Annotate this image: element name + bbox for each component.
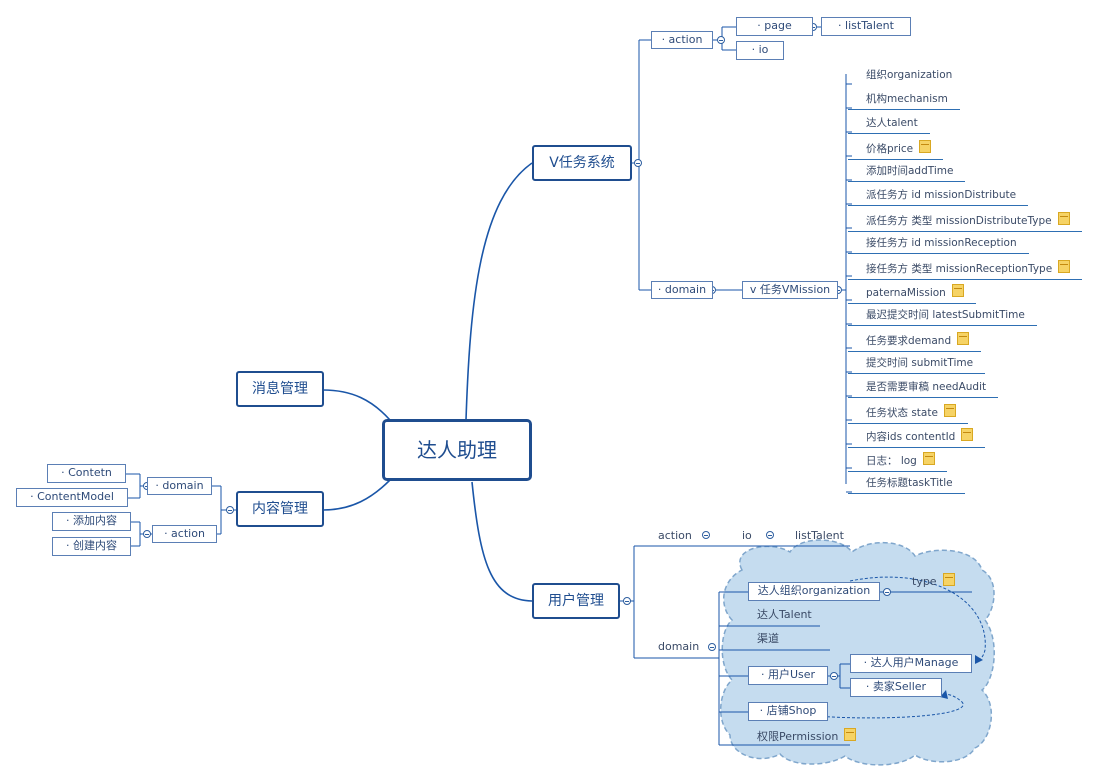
mission-field[interactable]: 组织organization [848, 68, 964, 85]
mission-field[interactable]: 日志： log [848, 452, 947, 472]
user-talent-node[interactable]: 达人Talent [757, 608, 812, 621]
mission-field-label: 任务标题taskTitle [866, 477, 953, 489]
note-icon[interactable] [961, 428, 974, 441]
mission-field-label: paternaMission [866, 287, 946, 299]
task-listtalent-node[interactable]: · listTalent [821, 17, 911, 36]
mission-field[interactable]: 机构mechanism [848, 92, 960, 110]
content-action-node[interactable]: · action [152, 525, 217, 543]
mission-field[interactable]: 接任务方 类型 missionReceptionType [848, 260, 1083, 280]
content-contetn-node[interactable]: · Contetn [47, 464, 126, 483]
note-icon[interactable] [942, 573, 955, 586]
collapse-toggle-content[interactable] [226, 506, 234, 514]
user-org-node[interactable]: 达人组织organization [748, 582, 880, 601]
note-icon[interactable] [943, 404, 956, 417]
mission-field[interactable]: 任务标题taskTitle [848, 476, 965, 494]
mission-field-label: 添加时间addTime [866, 165, 954, 177]
mission-field-label: 任务状态 state [866, 407, 938, 419]
branch-message-management[interactable]: 消息管理 [236, 371, 324, 407]
root-node[interactable]: 达人助理 [382, 419, 532, 481]
note-icon[interactable] [1057, 212, 1070, 225]
task-io-node[interactable]: · io [736, 41, 784, 60]
mission-field-label: 任务要求demand [866, 335, 952, 347]
mission-field-label: 接任务方 类型 missionReceptionType [866, 263, 1053, 275]
collapse-toggle-user-io[interactable] [766, 531, 774, 539]
task-vmission-node[interactable]: v 任务VMission [742, 281, 838, 299]
mission-field-label: 内容ids contentId [866, 431, 956, 443]
note-icon[interactable] [922, 452, 935, 465]
mission-field[interactable]: 提交时间 submitTime [848, 356, 986, 374]
note-icon[interactable] [957, 332, 970, 345]
user-io-label[interactable]: io [742, 529, 752, 542]
mission-field[interactable]: 任务状态 state [848, 404, 968, 424]
mission-field[interactable]: 是否需要审稿 needAudit [848, 380, 999, 398]
collapse-toggle-user-entity[interactable] [830, 672, 838, 680]
mission-field[interactable]: 接任务方 id missionReception [848, 236, 1029, 254]
user-permission-node[interactable]: 权限Permission [757, 728, 857, 744]
mission-field-label: 接任务方 id missionReception [866, 237, 1017, 249]
branch-user-management[interactable]: 用户管理 [532, 583, 620, 619]
user-domain-label[interactable]: domain [658, 640, 700, 653]
mission-field-label: 机构mechanism [866, 93, 948, 105]
user-listtalent-label[interactable]: listTalent [795, 529, 844, 542]
mission-field[interactable]: 任务要求demand [848, 332, 982, 352]
branch-content-management[interactable]: 内容管理 [236, 491, 324, 527]
user-shop-node[interactable]: · 店铺Shop [748, 702, 828, 721]
mission-field-label: 提交时间 submitTime [866, 357, 974, 369]
user-action-label[interactable]: action [658, 529, 692, 542]
mission-field-label: 派任务方 类型 missionDistributeType [866, 215, 1052, 227]
note-icon[interactable] [919, 140, 932, 153]
mission-field-label: 组织organization [866, 69, 953, 81]
user-user-node[interactable]: · 用户User [748, 666, 828, 685]
mission-field-label: 派任务方 id missionDistribute [866, 189, 1017, 201]
collapse-toggle-org[interactable] [883, 588, 891, 596]
collapse-toggle-user-action[interactable] [702, 531, 710, 539]
user-type-node[interactable]: type [912, 573, 955, 589]
collapse-toggle-content-action[interactable] [143, 530, 151, 538]
mission-field-label: 是否需要审稿 needAudit [866, 381, 987, 393]
mission-field[interactable]: paternaMission [848, 284, 976, 304]
note-icon[interactable] [1058, 260, 1071, 273]
mission-field-label: 达人talent [866, 117, 918, 129]
mission-field[interactable]: 派任务方 类型 missionDistributeType [848, 212, 1082, 232]
task-domain-node[interactable]: · domain [651, 281, 713, 299]
user-channel-node[interactable]: 渠道 [757, 632, 779, 645]
mission-field[interactable]: 内容ids contentId [848, 428, 986, 448]
task-action-node[interactable]: · action [651, 31, 713, 49]
mission-field-label: 最迟提交时间 latestSubmitTime [866, 309, 1025, 321]
mission-field[interactable]: 达人talent [848, 116, 930, 134]
user-seller-node[interactable]: · 卖家Seller [850, 678, 942, 697]
mission-field[interactable]: 价格price [848, 140, 944, 160]
branch-task-system[interactable]: V任务系统 [532, 145, 632, 181]
collapse-toggle-user-domain[interactable] [708, 643, 716, 651]
user-type-label: type [912, 575, 937, 588]
user-manage-node[interactable]: · 达人用户Manage [850, 654, 972, 673]
mission-field-label: 价格price [866, 143, 914, 155]
collapse-toggle-task-system[interactable] [634, 159, 642, 167]
note-icon[interactable] [951, 284, 964, 297]
mission-field[interactable]: 最迟提交时间 latestSubmitTime [848, 308, 1037, 326]
content-contentmodel-node[interactable]: · ContentModel [16, 488, 128, 507]
content-add-node[interactable]: · 添加内容 [52, 512, 131, 531]
content-create-node[interactable]: · 创建内容 [52, 537, 131, 556]
task-page-node[interactable]: · page [736, 17, 813, 36]
note-icon[interactable] [844, 728, 857, 741]
mission-field[interactable]: 添加时间addTime [848, 164, 966, 182]
collapse-toggle-user[interactable] [623, 597, 631, 605]
mission-field[interactable]: 派任务方 id missionDistribute [848, 188, 1029, 206]
user-permission-label: 权限Permission [757, 730, 839, 743]
mission-field-label: 日志： log [866, 455, 917, 467]
content-domain-node[interactable]: · domain [147, 477, 212, 495]
collapse-toggle-action[interactable] [717, 36, 725, 44]
